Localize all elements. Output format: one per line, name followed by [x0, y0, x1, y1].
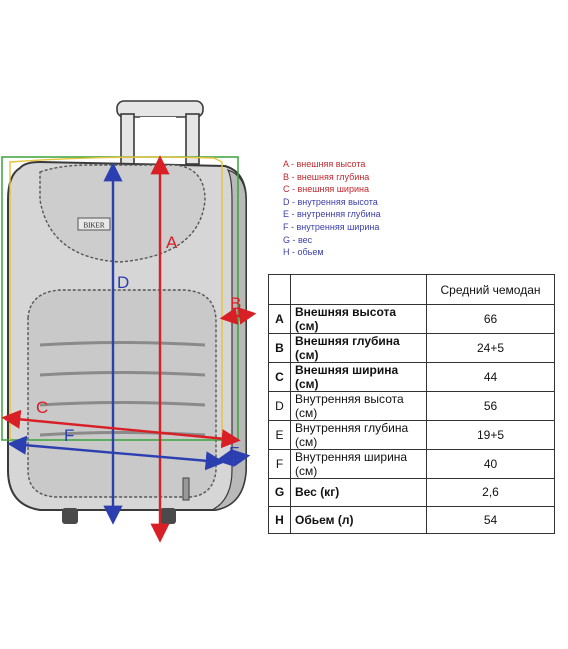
table-header-row: Средний чемодан	[268, 274, 555, 305]
legend-item: B - внешняя глубина	[283, 171, 370, 182]
legend-item: A - внешняя высота	[283, 159, 366, 169]
wheel-left	[62, 508, 78, 524]
row-label: Внешняя глубина (см)	[290, 333, 427, 363]
dimension-e-label: E	[229, 445, 240, 462]
legend-item: G - вес	[283, 234, 313, 245]
row-value: 19+5	[426, 420, 555, 450]
row-label: Внутренняя высота (см)	[290, 391, 427, 421]
wheel-right	[160, 508, 176, 524]
dimension-f-line	[7, 435, 225, 471]
dimension-e-line	[215, 449, 251, 467]
legend-item: H - обьем	[283, 247, 324, 258]
row-label: Внутренняя ширина (см)	[290, 449, 427, 479]
row-key: F	[268, 449, 291, 479]
zipper-pull	[182, 477, 190, 501]
row-key: E	[268, 420, 291, 450]
row-value: 66	[426, 304, 555, 334]
dimension-f-label: F	[64, 426, 74, 445]
row-key: D	[268, 391, 291, 421]
legend-item: F - внутренняя ширина	[283, 221, 380, 232]
row-key: A	[268, 304, 291, 334]
dimension-d-label: D	[117, 273, 129, 292]
row-value: 54	[426, 505, 555, 534]
row-value: 24+5	[426, 333, 555, 363]
row-label: Внешняя ширина (см)	[290, 362, 427, 392]
brand-label: BIKER	[84, 222, 105, 230]
row-label: Внутренняя глубина (см)	[290, 420, 427, 450]
legend-item: C - внешняя ширина	[283, 184, 369, 195]
row-value: 56	[426, 391, 555, 421]
row-key: H	[268, 505, 291, 534]
dimension-a-label: A	[166, 233, 178, 252]
row-label: Внешняя высота (см)	[290, 304, 427, 334]
row-label: Вес (кг)	[290, 478, 427, 507]
legend-item: E - внутренняя глубина	[283, 209, 381, 220]
row-value: 2,6	[426, 478, 555, 507]
table-header-medium-suitcase: Средний чемодан	[426, 274, 555, 305]
row-key: C	[268, 362, 291, 392]
row-label: Обьем (л)	[290, 505, 427, 534]
dimension-b-line	[219, 307, 257, 325]
dimension-c-label: C	[36, 398, 48, 417]
legend-item: D - внутренняя высота	[283, 196, 378, 207]
suitcase-handle	[116, 100, 204, 165]
inner-yellow-frame	[9, 156, 223, 440]
suitcase-body: BIKER	[7, 160, 247, 524]
row-value: 40	[426, 449, 555, 479]
dimension-b-label: B	[230, 294, 241, 313]
row-key: G	[268, 478, 291, 507]
row-key: B	[268, 333, 291, 363]
row-value: 44	[426, 362, 555, 392]
dimension-legend: A - внешняя высота B - внешняя глубина C -…	[283, 158, 381, 259]
